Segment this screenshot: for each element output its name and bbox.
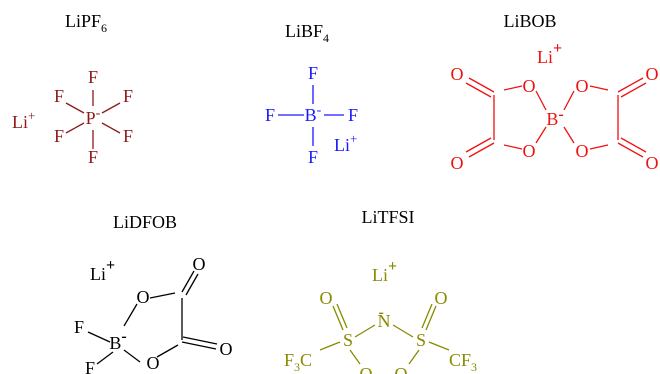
- libob-o-carbonyl-bottom-right: O: [646, 153, 659, 173]
- litfsi-structure: LiTFSI Li+ O O N- S S F3C CF3 O O: [284, 207, 477, 374]
- lipf6-f-top: F: [88, 67, 98, 87]
- lipf6-f-lower-right: F: [123, 126, 133, 146]
- libob-o-ring-top-left: O: [523, 76, 536, 96]
- lipf6-f-upper-left: F: [54, 86, 64, 106]
- litfsi-cf3-left: F3C: [284, 350, 312, 374]
- lipf6-p-center: P-: [86, 106, 101, 128]
- lidfob-o-ring-bottom: O: [147, 353, 160, 373]
- libf4-b-center: B-: [305, 103, 322, 125]
- lidfob-b-center: B-: [109, 328, 126, 353]
- libf4-li-cation: Li+: [334, 131, 357, 155]
- lidfob-f-upper: F: [74, 317, 84, 337]
- libob-o-carbonyl-top-right: O: [646, 64, 659, 84]
- libob-b-center: B-: [546, 106, 563, 129]
- lipf6-f-bottom: F: [88, 147, 98, 167]
- lidfob-o-carbonyl-bottom: O: [220, 339, 233, 359]
- lidfob-structure: LiDFOB Li+ O O F B- O O F: [74, 212, 233, 374]
- litfsi-s-right: S: [416, 330, 426, 350]
- litfsi-cf3-right: CF3: [449, 350, 477, 374]
- libf4-title: LiBF4: [285, 21, 329, 45]
- libob-li-cation: Li+: [537, 40, 562, 67]
- libob-o-carbonyl-top-left: O: [451, 64, 464, 84]
- lipf6-title: LiPF6: [65, 11, 107, 35]
- litfsi-o-top-right: O: [435, 288, 448, 308]
- lidfob-o-ring-top: O: [137, 287, 150, 307]
- libf4-f-left: F: [265, 105, 275, 125]
- litfsi-o-bottom-left: O: [360, 364, 373, 374]
- libob-o-ring-top-right: O: [576, 76, 589, 96]
- lipf6-structure: LiPF6 F F F P- F F F Li+: [12, 11, 133, 167]
- libob-o-carbonyl-bottom-left: O: [451, 153, 464, 173]
- litfsi-o-top-left: O: [320, 288, 333, 308]
- litfsi-title: LiTFSI: [361, 207, 414, 227]
- lidfob-title: LiDFOB: [113, 212, 177, 232]
- litfsi-li-cation: Li+: [372, 258, 397, 285]
- libf4-f-bottom: F: [308, 147, 318, 167]
- libob-structure: LiBOB Li+ O O O O B- O O O O: [451, 11, 659, 173]
- litfsi-o-bottom-right: O: [395, 364, 408, 374]
- litfsi-n-center: N-: [378, 304, 391, 331]
- libob-title: LiBOB: [503, 11, 556, 31]
- libf4-f-right: F: [348, 105, 358, 125]
- libob-o-ring-bottom-right: O: [576, 141, 589, 161]
- lipf6-f-lower-left: F: [54, 126, 64, 146]
- lidfob-o-carbonyl-top: O: [193, 254, 206, 274]
- libf4-f-top: F: [308, 63, 318, 83]
- lipf6-li-cation: Li+: [12, 108, 35, 132]
- litfsi-s-left: S: [343, 330, 353, 350]
- lidfob-f-lower: F: [85, 358, 95, 374]
- libob-o-ring-bottom-left: O: [523, 141, 536, 161]
- lidfob-li-cation: Li+: [90, 257, 115, 284]
- libf4-structure: LiBF4 F F B- F F Li+: [265, 21, 358, 167]
- lipf6-f-upper-right: F: [123, 86, 133, 106]
